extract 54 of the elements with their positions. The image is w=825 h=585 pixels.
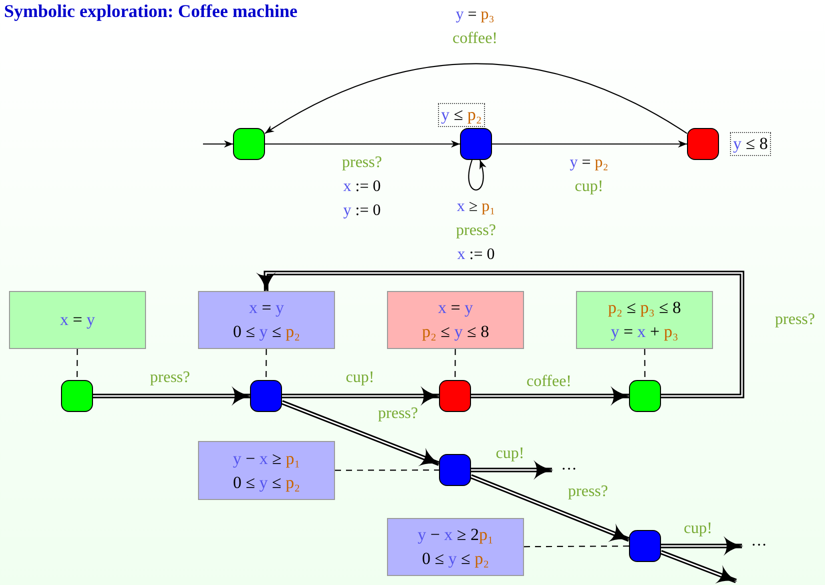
constraint-box [9,291,146,349]
constraint-box [387,518,524,576]
state-box [629,530,661,562]
state-box [61,380,93,412]
invariant-label: y ≤ 8 [730,132,771,156]
edge-label: press? x := 0 y := 0 [341,153,383,221]
ellipsis-text: ··· [742,534,776,558]
arrow [492,140,687,148]
constraint-text: 0 ≤ y ≤ p₂ [232,321,300,343]
arrow [203,140,233,148]
arrow [265,140,460,148]
constraint-box [198,291,335,349]
constraint-box [576,291,713,349]
state-box [439,454,471,486]
constraint-box [198,441,335,500]
constraint-text: 0 ≤ y ≤ p₂ [422,548,490,570]
edge-label: x ≥ p₁ press? x := 0 [455,197,497,265]
state-box [629,380,661,412]
constraint-text: y = x + p₃ [610,321,678,343]
dashed-leader-line [644,349,646,380]
edge-label: press? [568,482,608,502]
invariant-label: y ≤ p₂ [438,103,485,127]
edge-label: press? [150,368,190,388]
state-box [687,128,719,160]
dashed-leader-line [335,470,439,471]
constraint-text: x = y [438,297,474,319]
edge-label: cup! [346,368,374,388]
state-box [233,128,265,160]
edge-label: coffee! [526,372,572,392]
constraint-box [387,291,524,349]
ellipsis-text: ··· [552,458,586,482]
dashed-leader-line [454,349,456,380]
state-box [460,128,492,160]
edge-label: y = p₂ cup! [568,153,610,197]
edge-label: press? [775,310,815,330]
constraint-text: y − x ≥ 2p₁ [418,524,494,546]
state-box [250,380,282,412]
constraint-text: 0 ≤ y ≤ p₂ [232,472,300,494]
constraint-text: p₂ ≤ y ≤ 8 [422,321,490,343]
edge-label: y = p₃ coffee! [452,5,498,49]
state-box [439,380,471,412]
title: Symbolic exploration: Coffee machine [4,0,298,22]
arrow [468,160,486,190]
edge-label: cup! [684,519,712,539]
arrow [264,63,688,134]
dashed-leader-line [76,349,78,380]
constraint-text: y − x ≥ p₁ [232,448,300,470]
edge-label: press? [378,404,418,424]
edge-label: cup! [496,444,524,464]
dashed-leader-line [524,546,629,548]
dashed-leader-line [266,349,267,380]
constraint-text: x = y [248,297,284,319]
constraint-text: p₂ ≤ p₃ ≤ 8 [608,297,682,319]
constraint-text: x = y [60,309,96,331]
